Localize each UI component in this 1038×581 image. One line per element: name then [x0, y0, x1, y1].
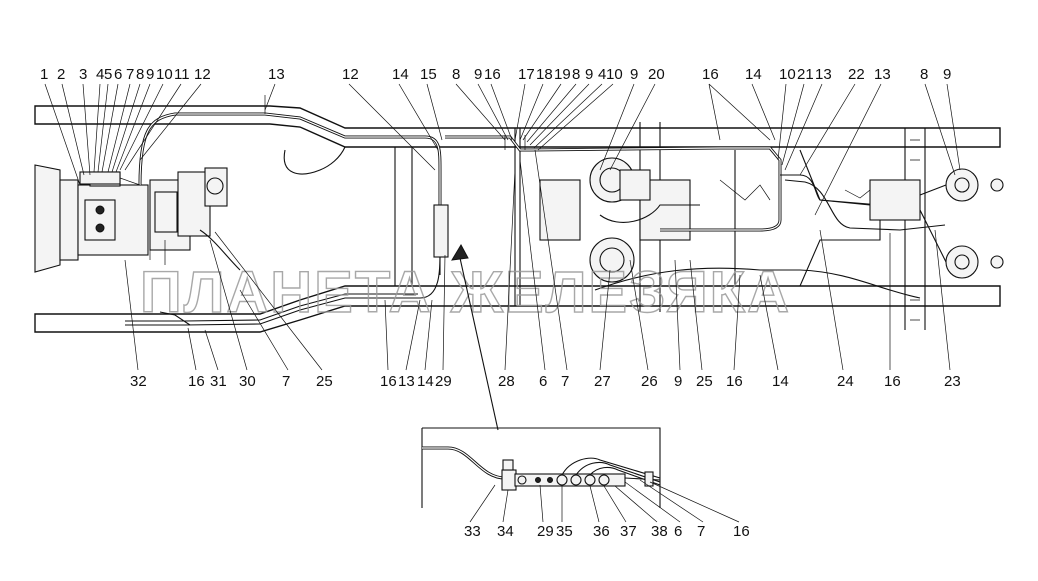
callout-5: 5	[104, 66, 112, 83]
callout-9: 9	[674, 373, 682, 390]
callout-17: 17	[518, 66, 535, 83]
callout-7: 7	[561, 373, 569, 390]
callout-31: 31	[210, 373, 227, 390]
callout-8: 8	[572, 66, 580, 83]
callout-16: 16	[380, 373, 397, 390]
callout-9: 9	[943, 66, 951, 83]
callout-14: 14	[392, 66, 409, 83]
callout-7: 7	[697, 523, 705, 540]
callout-2: 2	[57, 66, 65, 83]
callout-23: 23	[944, 373, 961, 390]
callout-14: 14	[745, 66, 762, 83]
callout-4: 4	[598, 66, 606, 83]
callout-8: 8	[920, 66, 928, 83]
callout-25: 25	[696, 373, 713, 390]
callout-32: 32	[130, 373, 147, 390]
front-engine-assembly	[34, 164, 228, 273]
callout-16: 16	[188, 373, 205, 390]
brake-pipelines	[79, 95, 946, 326]
callout-10: 10	[606, 66, 623, 83]
callout-27: 27	[594, 373, 611, 390]
callout-9: 9	[585, 66, 593, 83]
callout-20: 20	[648, 66, 665, 83]
callout-3: 3	[79, 66, 87, 83]
watermark: ПЛАНЕТА ЖЕЛЕЗЯКА	[140, 260, 791, 325]
callout-7: 7	[126, 66, 134, 83]
callout-8: 8	[136, 66, 144, 83]
callout-24: 24	[837, 373, 854, 390]
callout-15: 15	[420, 66, 437, 83]
callout-16: 16	[484, 66, 501, 83]
callout-19: 19	[554, 66, 571, 83]
callout-9: 9	[146, 66, 154, 83]
callout-28: 28	[498, 373, 515, 390]
callout-36: 36	[593, 523, 610, 540]
callout-13: 13	[874, 66, 891, 83]
callout-1: 1	[40, 66, 48, 83]
callout-4: 4	[96, 66, 104, 83]
callout-7: 7	[282, 373, 290, 390]
callout-12: 12	[194, 66, 211, 83]
callout-16: 16	[726, 373, 743, 390]
callout-12: 12	[342, 66, 359, 83]
callout-16: 16	[702, 66, 719, 83]
callout-16: 16	[884, 373, 901, 390]
callout-9: 9	[474, 66, 482, 83]
callout-11: 11	[174, 66, 190, 83]
callout-37: 37	[620, 523, 637, 540]
callout-13: 13	[268, 66, 285, 83]
callout-29: 29	[435, 373, 452, 390]
callout-34: 34	[497, 523, 514, 540]
callout-6: 6	[674, 523, 682, 540]
callout-9: 9	[630, 66, 638, 83]
callout-13: 13	[815, 66, 832, 83]
inset-pointer-arrow	[451, 243, 499, 431]
callout-25: 25	[316, 373, 333, 390]
callout-6: 6	[539, 373, 547, 390]
callout-8: 8	[452, 66, 460, 83]
callout-16: 16	[733, 523, 750, 540]
callout-10: 10	[779, 66, 796, 83]
callout-14: 14	[772, 373, 789, 390]
callout-35: 35	[556, 523, 573, 540]
callout-10: 10	[156, 66, 173, 83]
callout-33: 33	[464, 523, 481, 540]
callout-6: 6	[114, 66, 122, 83]
top-leader-lines	[44, 83, 961, 216]
callout-26: 26	[641, 373, 658, 390]
inset-detail	[421, 427, 740, 523]
callout-38: 38	[651, 523, 668, 540]
callout-18: 18	[536, 66, 553, 83]
callout-29: 29	[537, 523, 554, 540]
callout-21: 21	[797, 66, 814, 83]
bottom-leader-lines	[124, 149, 951, 371]
callout-14: 14	[417, 373, 434, 390]
callout-22: 22	[848, 66, 865, 83]
callout-30: 30	[239, 373, 256, 390]
callout-13: 13	[398, 373, 415, 390]
